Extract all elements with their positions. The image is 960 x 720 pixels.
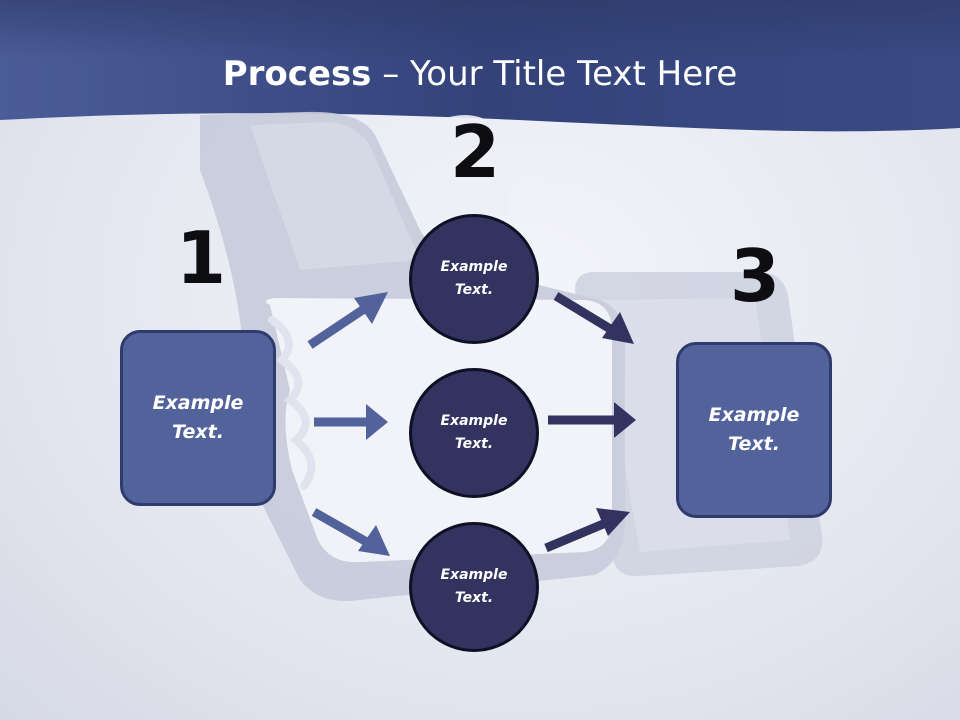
left-box: Example Text. <box>120 330 276 506</box>
step-number-3: 3 <box>730 234 781 318</box>
circle-middle: Example Text. <box>409 368 539 498</box>
title-rest: – Your Title Text Here <box>371 54 738 94</box>
circle-top: Example Text. <box>409 214 539 344</box>
arrow-left-to-top <box>307 292 388 349</box>
circle-top-text: Example Text. <box>440 259 508 298</box>
right-box: Example Text. <box>676 342 832 518</box>
left-box-text: Example Text. <box>152 392 244 443</box>
title-bold: Process <box>222 54 372 94</box>
circle-middle-text: Example Text. <box>440 413 508 452</box>
header-shade <box>0 0 960 60</box>
arrow-middle-to-right <box>548 402 636 438</box>
arrow-left-to-bottom <box>311 508 390 556</box>
right-box-text: Example Text. <box>708 404 800 455</box>
circle-bottom-text: Example Text. <box>440 567 508 606</box>
arrow-bottom-to-right <box>544 508 630 553</box>
circle-bottom: Example Text. <box>409 522 539 652</box>
step-number-2: 2 <box>450 110 501 194</box>
slide-title: Process – Your Title Text Here <box>0 52 960 96</box>
step-number-1: 1 <box>176 216 227 300</box>
arrow-left-to-middle <box>314 404 388 440</box>
arrow-top-to-right <box>553 292 634 344</box>
